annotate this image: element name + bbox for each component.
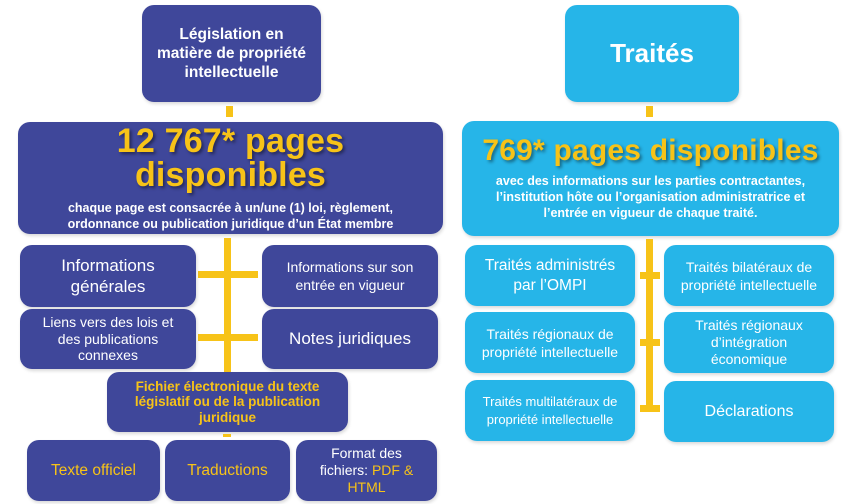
legislation-description: chaque page est consacrée à un/une (1) l… xyxy=(67,201,394,231)
legislation-count-heading: 12 767* pages disponibles xyxy=(116,122,345,194)
format-values: PDF & HTML xyxy=(347,462,414,495)
declarations-box[interactable]: Déclarations xyxy=(664,381,834,442)
connector-vertical xyxy=(646,239,653,411)
notes-juridiques-box[interactable]: Notes juridiques xyxy=(262,309,438,369)
traites-description: avec des informations sur les parties co… xyxy=(495,174,806,220)
traites-title: Traités xyxy=(610,38,694,68)
traites-title-box: Traités xyxy=(565,5,739,102)
fichier-electronique-box[interactable]: Fichier électronique du texte législatif… xyxy=(107,372,348,432)
liens-lois-box[interactable]: Liens vers des lois et des publications … xyxy=(20,309,196,369)
legislation-count-box: 12 767* pages disponibles chaque page es… xyxy=(18,122,443,234)
traites-multilateraux-box[interactable]: Traités multilatéraux de propriété intel… xyxy=(465,380,635,441)
entree-vigueur-box[interactable]: Informations sur son entrée en vigueur xyxy=(262,245,438,307)
connector-horizontal xyxy=(198,334,258,341)
traductions-box[interactable]: Traductions xyxy=(165,440,290,501)
format-fichiers-box[interactable]: Format des fichiers: PDF & HTML xyxy=(296,440,437,501)
connector-horizontal xyxy=(640,272,660,279)
connector-horizontal xyxy=(640,405,660,412)
traites-integration-economique-box[interactable]: Traités régionaux d’intégration économiq… xyxy=(664,312,834,373)
format-label: Format des fichiers: xyxy=(319,445,402,478)
connector-vertical xyxy=(224,238,231,373)
traites-count-heading: 769* pages disponibles xyxy=(482,134,819,167)
traites-bilateraux-box[interactable]: Traités bilatéraux de propriété intellec… xyxy=(664,245,834,306)
texte-officiel-box[interactable]: Texte officiel xyxy=(27,440,160,501)
legislation-title-box: Législation en matière de propriété inte… xyxy=(142,5,321,102)
connector-horizontal xyxy=(640,339,660,346)
connector xyxy=(646,106,653,117)
connector-horizontal xyxy=(198,271,258,278)
connector xyxy=(226,106,233,117)
legislation-title: Législation en matière de propriété inte… xyxy=(156,26,307,81)
traites-count-box: 769* pages disponibles avec des informat… xyxy=(462,121,839,236)
traites-ompi-box[interactable]: Traités administrés par l’OMPI xyxy=(465,245,635,306)
connector xyxy=(223,434,231,437)
info-generales-box[interactable]: Informations générales xyxy=(20,245,196,307)
traites-regionaux-pi-box[interactable]: Traités régionaux de propriété intellect… xyxy=(465,312,635,373)
